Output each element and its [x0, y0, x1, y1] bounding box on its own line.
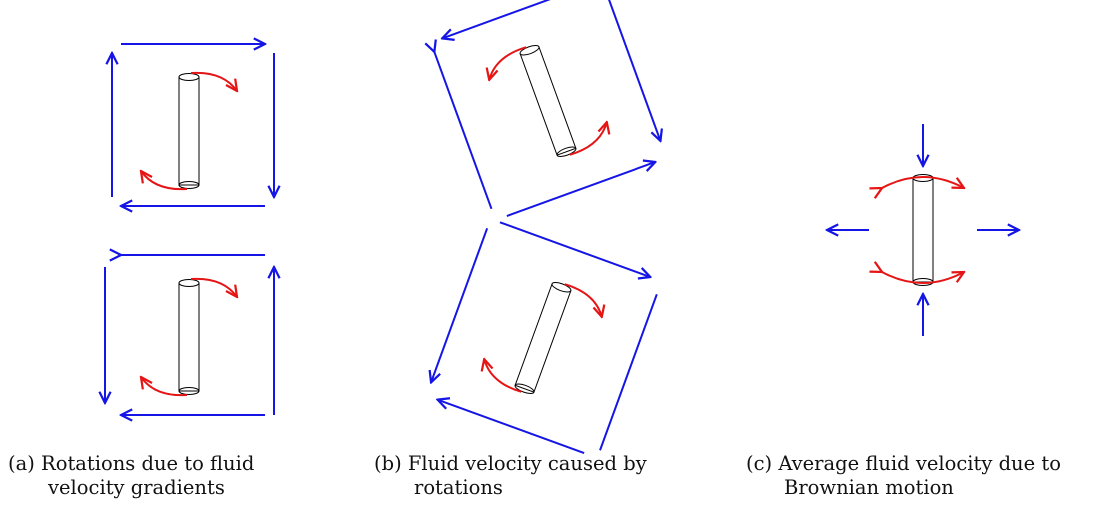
rod-cylinder: [912, 177, 934, 283]
caption-c-line1: (c) Average fluid velocity due to: [746, 452, 1061, 475]
panel-c: [827, 124, 1019, 336]
panel-b: [426, 0, 667, 454]
panel-a-bottom: [105, 255, 274, 415]
caption-a-line2: velocity gradients: [48, 476, 225, 499]
rod-cylinder: [178, 279, 200, 395]
rotation-arrows: [882, 176, 964, 284]
caption-c: (c) Average fluid velocity due to Browni…: [746, 452, 1061, 500]
caption-a: (a) Rotations due to fluid velocity grad…: [8, 452, 254, 500]
caption-b-line1: (b) Fluid velocity caused by: [374, 452, 647, 475]
caption-a-line1: (a) Rotations due to fluid: [8, 452, 255, 475]
panel-a-top: [112, 44, 274, 206]
rod-cylinder: [518, 43, 578, 159]
panel-b-top: [431, 0, 667, 217]
flow-arrows: [827, 124, 1019, 336]
rod-cylinder: [178, 73, 200, 189]
panel-a: [105, 44, 274, 415]
panel-b-bottom: [426, 221, 658, 454]
caption-b: (b) Fluid velocity caused by rotations: [374, 452, 647, 500]
rod-cylinder: [513, 280, 573, 396]
flow-arrows-square: [431, 0, 667, 217]
rotation-arrows: [483, 46, 613, 156]
caption-b-line2: rotations: [414, 476, 503, 499]
flow-arrows-square: [426, 221, 658, 454]
flow-arrows-square: [105, 255, 274, 415]
caption-c-line2: Brownian motion: [784, 476, 954, 499]
